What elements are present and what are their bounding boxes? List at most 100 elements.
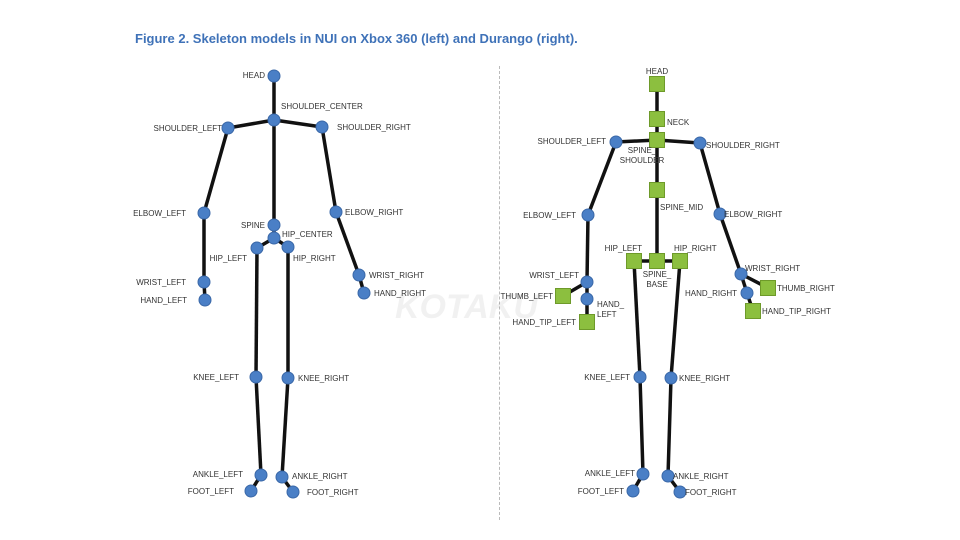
label-foot-right: FOOT_RIGHT	[307, 488, 359, 497]
label-foot-left: FOOT_LEFT	[188, 487, 234, 496]
label-neck: NECK	[667, 118, 690, 127]
label-thumb-right: THUMB_RIGHT	[777, 284, 835, 293]
label-spine-mid: SPINE_MID	[660, 203, 703, 212]
label-ankle-right: ANKLE_RIGHT	[673, 472, 729, 481]
label-elbow-right: ELBOW_RIGHT	[345, 208, 403, 217]
label-knee-right: KNEE_RIGHT	[298, 374, 349, 383]
joint-hip-right	[281, 240, 295, 254]
joint-hand-tip-right	[745, 303, 761, 319]
bone-shoulder_left-elbow_left	[586, 141, 618, 216]
joint-thumb-left	[555, 288, 571, 304]
bone-shoulder_center-shoulder_right	[273, 118, 323, 129]
label-hand-tip-right: HAND_TIP_RIGHT	[762, 307, 831, 316]
joint-spine-base	[649, 253, 665, 269]
joint-hip-left	[626, 253, 642, 269]
joint-knee-right	[664, 371, 678, 385]
bone-knee_left-ankle_left	[254, 376, 263, 476]
joint-knee-left	[249, 370, 263, 384]
joint-hip-left	[250, 241, 264, 255]
watermark: KOTAKU	[395, 288, 539, 326]
bone-shoulder_right-elbow_right	[698, 142, 722, 215]
joint-spine-shoulder	[649, 132, 665, 148]
label-spine-shoulder: SPINE_SHOULDER	[620, 146, 665, 165]
bone-elbow_left-wrist_left	[585, 214, 590, 283]
label-hip-left: HIP_LEFT	[210, 254, 247, 263]
label-hip-right: HIP_RIGHT	[674, 244, 717, 253]
joint-elbow-left	[581, 208, 595, 222]
joint-shoulder-left	[221, 121, 235, 135]
label-knee-left: KNEE_LEFT	[193, 373, 239, 382]
joint-elbow-right	[329, 205, 343, 219]
label-shoulder-right: SHOULDER_RIGHT	[337, 123, 411, 132]
joint-wrist-right	[734, 267, 748, 281]
figure-caption: Figure 2. Skeleton models in NUI on Xbox…	[135, 31, 578, 46]
label-head: HEAD	[243, 71, 265, 80]
label-head: HEAD	[646, 67, 668, 76]
bone-shoulder_right-elbow_right	[320, 126, 338, 213]
label-shoulder-center: SHOULDER_CENTER	[281, 102, 363, 111]
joint-ankle-left	[636, 467, 650, 481]
label-hip-left: HIP_LEFT	[605, 244, 642, 253]
joint-head	[649, 76, 665, 92]
label-knee-left: KNEE_LEFT	[584, 373, 630, 382]
joint-foot-left	[626, 484, 640, 498]
joint-ankle-right	[275, 470, 289, 484]
bone-hip_left-knee_left	[254, 247, 259, 378]
joint-ankle-right	[661, 469, 675, 483]
label-spine: SPINE	[241, 221, 265, 230]
label-hand-left: HAND_LEFT	[140, 296, 187, 305]
joint-elbow-right	[713, 207, 727, 221]
bone-knee_right-ankle_right	[280, 377, 290, 478]
label-ankle-right: ANKLE_RIGHT	[292, 472, 348, 481]
label-spine-base: SPINE_BASE	[643, 270, 672, 289]
joint-hip-center	[267, 231, 281, 245]
label-hand-right: HAND_RIGHT	[374, 289, 426, 298]
bone-shoulder_center-shoulder_left	[227, 118, 275, 130]
label-hand-tip-left: HAND_TIP_LEFT	[512, 318, 576, 327]
label-hand-right: HAND_RIGHT	[685, 289, 737, 298]
bone-elbow_right-wrist_right	[334, 211, 361, 276]
joint-hand-tip-left	[579, 314, 595, 330]
durango-skeleton: HEAD NECK SPINE_SHOULDER SHOULDER_LEFT SHOUL…	[501, 67, 835, 499]
joint-thumb-right	[760, 280, 776, 296]
bone-knee_left-ankle_left	[638, 376, 645, 475]
label-foot-right: FOOT_RIGHT	[685, 488, 737, 497]
label-shoulder-right: SHOULDER_RIGHT	[706, 141, 780, 150]
joint-hand-right	[740, 286, 754, 300]
joint-hand-left	[198, 293, 212, 307]
label-wrist-right: WRIST_RIGHT	[369, 271, 424, 280]
label-shoulder-left: SHOULDER_LEFT	[538, 137, 607, 146]
label-ankle-left: ANKLE_LEFT	[585, 469, 635, 478]
joint-elbow-left	[197, 206, 211, 220]
joint-hand-left	[580, 292, 594, 306]
joint-foot-right	[673, 485, 687, 499]
label-knee-right: KNEE_RIGHT	[679, 374, 730, 383]
joint-knee-left	[633, 370, 647, 384]
joint-hip-right	[672, 253, 688, 269]
bone-shoulder_left-elbow_left	[202, 127, 230, 214]
joint-head	[267, 69, 281, 83]
label-hand-left: HAND_LEFT	[597, 300, 625, 319]
label-wrist-right: WRIST_RIGHT	[745, 264, 800, 273]
bone-knee_right-ankle_right	[666, 377, 673, 477]
joint-shoulder-right	[315, 120, 329, 134]
bone-hip_right-knee_right	[669, 260, 682, 379]
label-hip-right: HIP_RIGHT	[293, 254, 336, 263]
joint-knee-right	[281, 371, 295, 385]
joint-wrist-left	[197, 275, 211, 289]
label-elbow-left: ELBOW_LEFT	[523, 211, 576, 220]
joint-shoulder-right	[693, 136, 707, 150]
joint-foot-right	[286, 485, 300, 499]
joint-shoulder-left	[609, 135, 623, 149]
bone-elbow_right-wrist_right	[718, 213, 743, 275]
joint-neck	[649, 111, 665, 127]
label-thumb-left: THUMB_LEFT	[501, 292, 554, 301]
label-hip-center: HIP_CENTER	[282, 230, 333, 239]
joint-wrist-left	[580, 275, 594, 289]
label-ankle-left: ANKLE_LEFT	[193, 470, 243, 479]
joint-hand-right	[357, 286, 371, 300]
label-elbow-right: ELBOW_RIGHT	[724, 210, 782, 219]
label-wrist-left: WRIST_LEFT	[136, 278, 186, 287]
